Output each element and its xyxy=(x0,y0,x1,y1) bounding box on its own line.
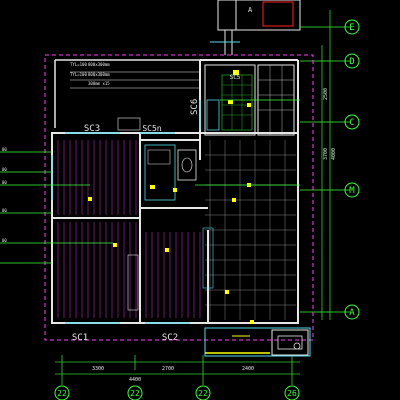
axis-bubble-bottom-3: 22 xyxy=(198,389,208,398)
top-building-fragment xyxy=(210,0,301,55)
note-line-2: 800x300mm xyxy=(88,72,110,77)
outer-boundary-dashed xyxy=(44,54,314,341)
main-walls xyxy=(51,59,299,324)
left-label-4: 00 xyxy=(2,208,7,213)
note-line-1: 800x300mm xyxy=(88,62,110,67)
left-leader-lines xyxy=(0,99,300,264)
axis-bubble-bottom-2: 22 xyxy=(130,389,140,398)
closet-block xyxy=(117,117,214,311)
axis-bubble-C: C xyxy=(349,118,354,128)
left-label-1: 00 xyxy=(2,147,7,152)
note-tag-2: TYL=100 xyxy=(70,72,87,77)
left-label-2: 00 xyxy=(2,167,7,172)
bedroom-2-hatch xyxy=(57,222,137,318)
window-markers xyxy=(51,100,201,324)
axis-bubble-bottom-1: 22 xyxy=(57,389,67,398)
axis-bubble-M: M xyxy=(349,186,355,196)
left-label-3: 00 xyxy=(2,180,7,185)
axis-bubble-A: A xyxy=(349,308,355,318)
label-sc2: SC2 xyxy=(162,333,178,343)
label-sc5: SC5 xyxy=(230,74,241,81)
bedroom-3-hatch xyxy=(145,232,201,318)
right-axis-bubbles xyxy=(344,19,360,320)
bathroom-fixtures xyxy=(144,144,197,201)
label-sc1: SC1 xyxy=(72,333,88,343)
bedroom-1-hatch xyxy=(57,140,137,215)
note-tag-1: TYL=100 xyxy=(70,62,87,67)
dim-right-3: 4000 xyxy=(331,148,337,160)
right-dimension-chain xyxy=(318,10,334,320)
dim-right-1: 2500 xyxy=(323,88,329,100)
left-label-5: 00 xyxy=(2,238,7,243)
axis-bubble-D: D xyxy=(349,57,354,67)
dim-bottom-left: 3300 xyxy=(92,366,104,372)
dim-bottom-mid: 2700 xyxy=(162,366,174,372)
bottom-dimension-chain xyxy=(55,355,300,385)
label-sc3: SC3 xyxy=(84,124,100,134)
dim-bottom-total: 4400 xyxy=(129,377,141,383)
balcony xyxy=(204,327,311,357)
axis-bubble-bottom-4: 26 xyxy=(287,389,297,398)
dim-right-2: 3700 xyxy=(323,148,329,160)
top-building-mark: A xyxy=(248,6,253,14)
axis-bubble-E: E xyxy=(349,23,354,33)
note-line-3: 300mm x15 xyxy=(88,81,110,86)
dim-bottom-right: 2400 xyxy=(242,366,254,372)
top-note-area xyxy=(54,59,200,128)
label-sc6: SC6 xyxy=(190,99,200,115)
label-sc5n: SC5n xyxy=(142,124,161,133)
bottom-axis-bubbles xyxy=(54,385,300,400)
